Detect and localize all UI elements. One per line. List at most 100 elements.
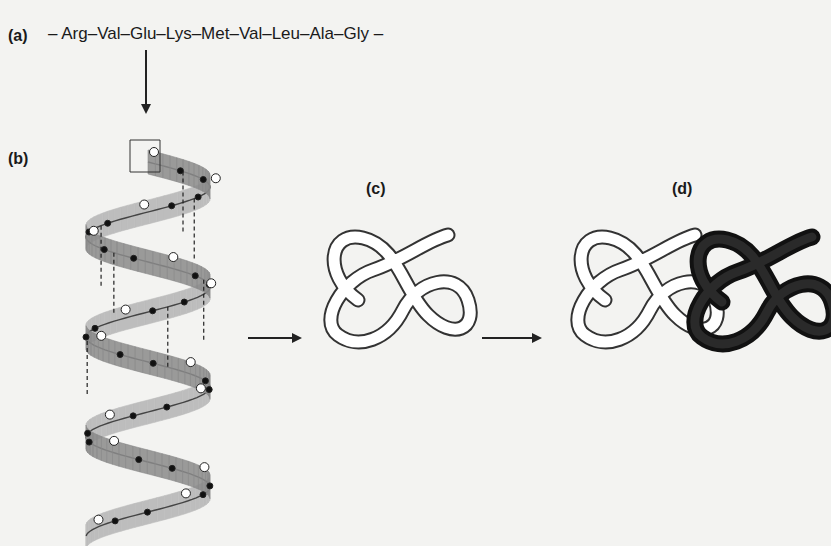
helix-ribbon-front: [187, 261, 193, 287]
helix-ribbon-front: [91, 331, 94, 357]
helix-ribbon-front: [101, 436, 106, 462]
hydrogen-bond: [194, 199, 195, 259]
panel-letter: (c): [366, 180, 386, 198]
helix-ribbon-front: [163, 154, 170, 180]
panel-letter: (b): [8, 150, 28, 168]
helix-ribbon-front: [96, 234, 100, 260]
carbon-atom: [195, 194, 201, 200]
oxygen-atom: [211, 174, 220, 183]
hydrogen-bond: [203, 280, 204, 340]
step-arrow: [482, 337, 540, 339]
helix-ribbon-front: [169, 456, 176, 482]
peptide-plane: [130, 140, 160, 172]
carbon-atom: [92, 325, 98, 331]
panel-letter: (a): [8, 27, 28, 45]
oxygen-atom: [207, 279, 216, 288]
hydrogen-bond: [100, 226, 101, 286]
helix-ribbon-front: [194, 463, 199, 489]
step-arrow: [248, 337, 300, 339]
helix-ribbon-front: [93, 433, 97, 459]
helix-ribbon-front: [135, 347, 142, 373]
carbon-atom: [207, 483, 213, 489]
step-arrow: [145, 50, 147, 112]
helix-ribbon-front: [128, 345, 135, 371]
carbon-atom: [112, 518, 118, 524]
tertiary-fold: [331, 235, 470, 342]
hydrogen-bond: [182, 172, 183, 232]
helix-ribbon-front: [181, 259, 187, 285]
helix-ribbon-front: [109, 339, 115, 365]
helix-ribbon-front: [145, 249, 152, 275]
carbon-atom: [117, 352, 123, 358]
helix-ribbon-front: [170, 156, 177, 182]
helix-ribbon-front: [183, 459, 189, 485]
helix-ribbon-front: [155, 452, 162, 478]
helix-ribbon-front: [157, 352, 164, 378]
helix-ribbon-front: [150, 351, 157, 377]
carbon-atom: [130, 413, 136, 419]
carbon-atom: [83, 334, 89, 340]
oxygen-atom: [140, 200, 149, 209]
oxygen-atom: [89, 226, 98, 235]
panel-letter: (d): [672, 180, 692, 198]
carbon-atom: [192, 273, 198, 279]
hydrogen-bond: [167, 307, 168, 367]
helix-ribbon-front: [160, 253, 167, 279]
carbon-atom: [181, 299, 187, 305]
helix-ribbon-front: [209, 173, 211, 199]
helix-ribbon-front: [162, 454, 169, 480]
helix-ribbon-front: [194, 163, 199, 189]
carbon-atom: [169, 203, 175, 209]
carbon-atom: [150, 360, 156, 366]
hydrogen-bond: [113, 253, 114, 313]
helix-ribbon-front: [103, 337, 108, 363]
alpha-helix: [83, 140, 220, 546]
carbon-atom: [200, 177, 206, 183]
carbon-atom: [86, 439, 92, 445]
carbon-atom: [206, 387, 212, 393]
helix-ribbon-front: [138, 247, 145, 273]
helix-ribbon-front: [178, 358, 184, 384]
carbon-atom: [136, 457, 142, 463]
carbon-atom: [105, 220, 111, 226]
helix-ribbon-front: [206, 169, 208, 195]
oxygen-atom: [169, 253, 178, 262]
helix-ribbon-front: [177, 158, 183, 184]
carbon-atom: [169, 465, 175, 471]
oxygen-atom: [105, 410, 114, 419]
backbone: [86, 162, 210, 536]
carbon-atom: [200, 492, 206, 498]
oxygen-atom: [97, 331, 106, 340]
helix-ribbon-front: [124, 244, 131, 270]
carbon-atom: [164, 404, 170, 410]
oxygen-atom: [94, 515, 103, 524]
helix-ribbon-front: [126, 444, 133, 470]
carbon-atom: [85, 430, 91, 436]
helix-ribbon-front: [189, 161, 194, 187]
helix-ribbon-front: [117, 242, 124, 268]
helix-ribbon-front: [97, 435, 102, 461]
helix-ribbon-front: [92, 232, 96, 258]
helix-ribbon-front: [147, 450, 154, 476]
carbon-atom: [177, 168, 183, 174]
helix-ribbon-front: [183, 160, 189, 186]
oxygen-atom: [186, 358, 195, 367]
helix-ribbon-front: [206, 469, 208, 495]
carbon-atom: [150, 308, 156, 314]
helix-ribbon-front: [131, 245, 138, 271]
carbon-atom: [131, 255, 137, 261]
helix-ribbon-front: [153, 251, 160, 277]
carbon-atom: [144, 509, 150, 515]
helix-ribbon-front: [172, 356, 179, 382]
oxygen-atom: [196, 384, 205, 393]
helix-ribbon-front: [143, 349, 150, 375]
oxygen-atom: [150, 148, 159, 157]
quaternary-subunit-dark: [695, 237, 831, 344]
helix-ribbon-front: [188, 461, 193, 487]
hydrogen-bond: [87, 334, 88, 394]
amino-acid-sequence: – Arg–Val–Glu–Lys–Met–Val–Leu–Ala–Gly –: [48, 25, 383, 44]
oxygen-atom: [200, 463, 209, 472]
helix-ribbon-front: [119, 442, 126, 468]
oxygen-atom: [121, 305, 130, 314]
